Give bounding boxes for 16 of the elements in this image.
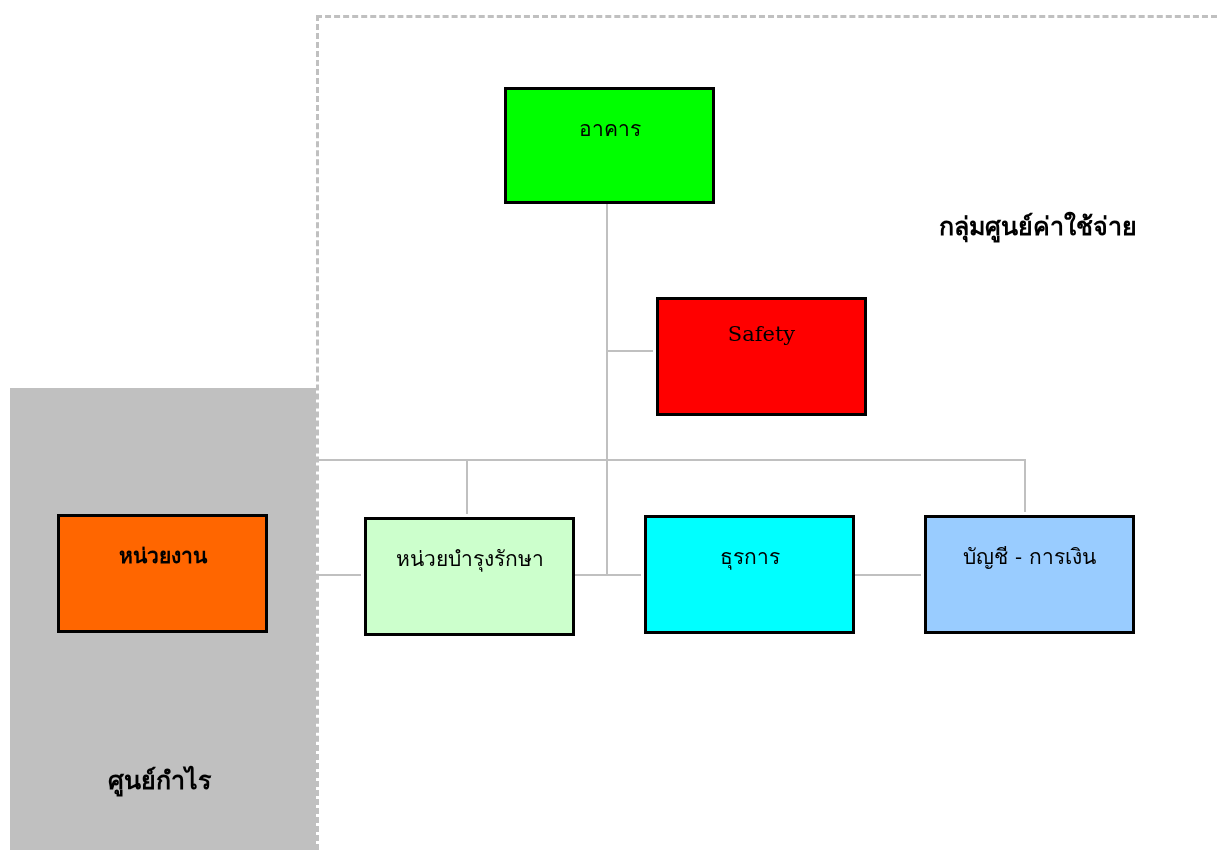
box-label: หน่วยงาน [118,543,207,568]
department-box [364,517,575,636]
department-box [644,515,855,634]
region-title: ศูนย์กำไร [108,764,211,799]
profit-center-band [10,388,316,850]
box-label: Safety [727,322,796,346]
department-box [656,297,867,416]
cost-center-region [316,15,1217,850]
box-label: หน่วยบำรุงรักษา [395,547,544,571]
region-title: กลุ่มศูนย์ค่าใช้จ่าย [939,210,1137,245]
department-box [924,515,1135,634]
department-box [57,514,268,633]
box-label: ธุรการ [719,545,780,569]
box-label: อาคาร [578,117,641,141]
box-label: บัญชี - การเงิน [963,545,1096,569]
department-box [504,87,715,204]
